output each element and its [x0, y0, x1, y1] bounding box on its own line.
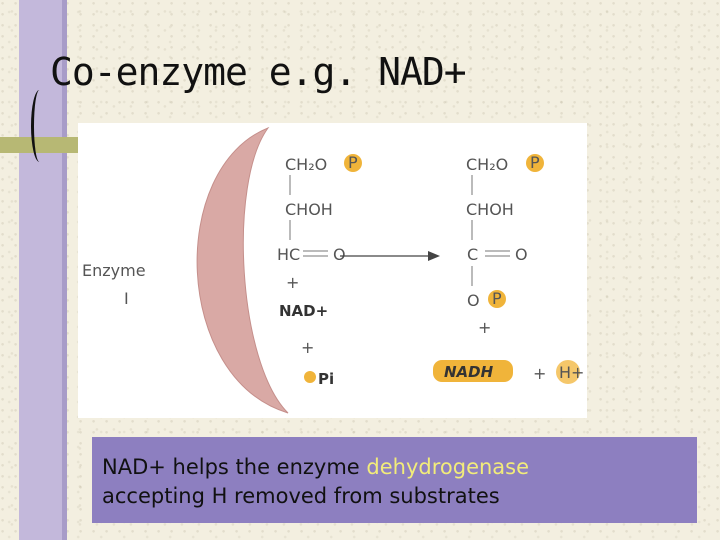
hplus-circle	[556, 360, 580, 384]
reaction-arrowhead	[428, 251, 440, 261]
phosphate-label: P	[348, 153, 358, 172]
hplus-label: H+	[559, 363, 584, 382]
product-phosphate-circle	[526, 154, 544, 172]
nadh-badge	[433, 360, 513, 382]
substrate-row-1: CH₂O	[285, 155, 327, 174]
pi-label: Pi	[318, 370, 334, 388]
product-row-3-left: C	[467, 245, 478, 264]
caption-text: NAD+ helps the enzyme	[102, 455, 367, 479]
nadh-label: NADH	[444, 363, 494, 381]
substrate-row-3-left: HC	[277, 245, 300, 264]
enzyme-shape	[196, 126, 289, 414]
enzyme-label: Enzyme	[82, 261, 146, 280]
enzyme-label-number: I	[124, 289, 129, 308]
nad-plus-label: NAD+	[279, 302, 328, 320]
product-row-4: O	[467, 291, 480, 310]
title-bracket-decoration	[31, 90, 48, 162]
caption-highlight: dehydrogenase	[366, 455, 530, 479]
pi-circle	[304, 371, 316, 383]
plus-sign-4: +	[533, 364, 546, 383]
plus-sign-1: +	[286, 273, 299, 292]
substrate-row-2: CHOH	[285, 200, 333, 219]
plus-sign-2: +	[301, 338, 314, 357]
product-phosphate-label-2: P	[492, 289, 502, 308]
product-phosphate-circle-2	[488, 290, 506, 308]
caption-text-line-2: accepting H removed from substrates	[102, 484, 500, 508]
reaction-diagram: Enzyme I CH₂O P CHOH HC O + NAD+ + Pi CH…	[78, 123, 587, 418]
caption-box: NAD+ helps the enzyme dehydrogenase acce…	[92, 437, 697, 523]
product-phosphate-label: P	[530, 153, 540, 172]
phosphate-circle	[344, 154, 362, 172]
product-row-1: CH₂O	[466, 155, 508, 174]
left-vertical-bar-dark-edge	[62, 0, 67, 540]
product-row-3-right: O	[515, 245, 528, 264]
slide-title: Co-enzyme e.g. NAD+	[50, 50, 467, 94]
product-row-2: CHOH	[466, 200, 514, 219]
substrate-row-3-right: O	[333, 245, 346, 264]
plus-sign-3: +	[478, 318, 491, 337]
